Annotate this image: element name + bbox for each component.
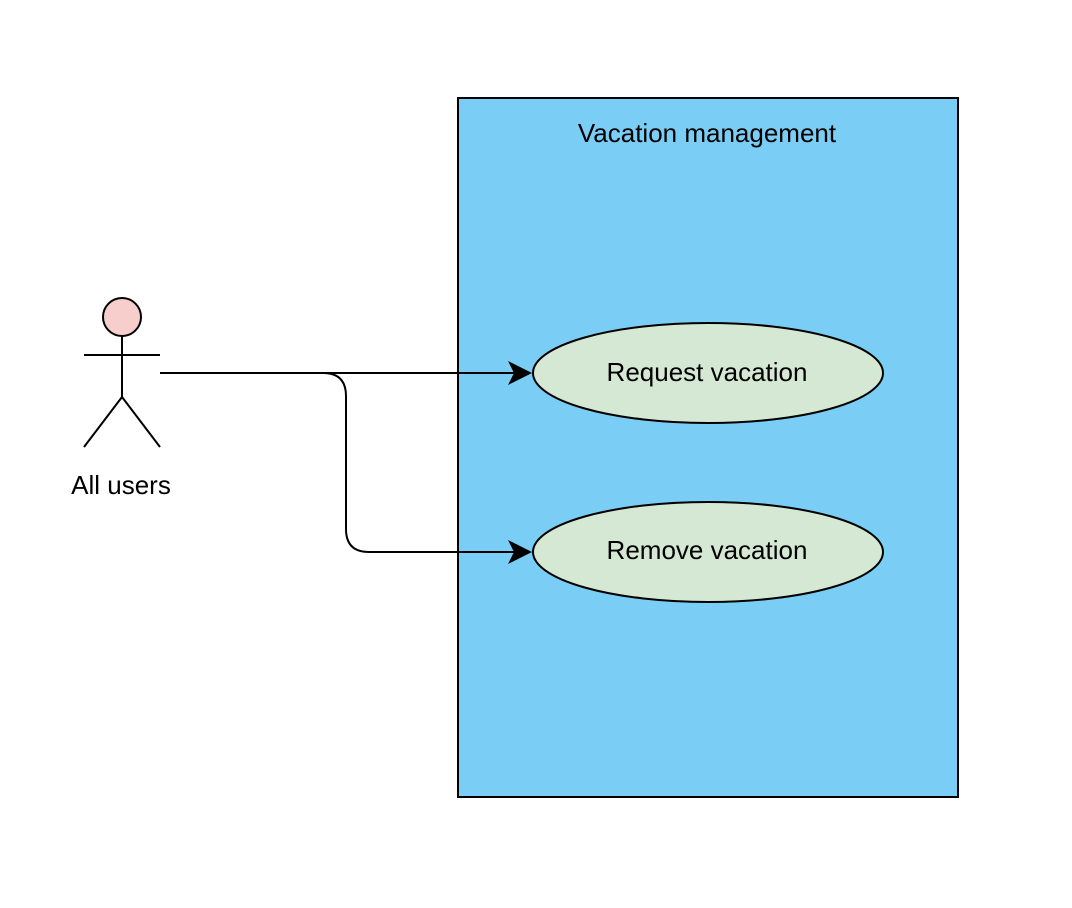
use-case-request-vacation[interactable]: Request vacation — [532, 322, 884, 424]
system-boundary[interactable]: Vacation management — [457, 97, 959, 798]
actor-figure-icon — [83, 297, 161, 448]
actor-label: All users — [71, 470, 171, 500]
connector-remove-vacation[interactable] — [160, 372, 532, 564]
actor-left-leg — [83, 396, 123, 448]
system-boundary-box — [457, 97, 959, 798]
use-case-ellipse — [532, 501, 884, 603]
actor-right-leg — [121, 396, 161, 448]
use-case-ellipse — [532, 322, 884, 424]
use-case-remove-vacation[interactable]: Remove vacation — [532, 501, 884, 603]
use-case-label: Remove vacation — [607, 535, 808, 565]
actor-all-users[interactable]: All users — [71, 297, 171, 500]
use-case-label: Request vacation — [607, 357, 808, 387]
actor-head — [102, 297, 142, 337]
system-title: Vacation management — [578, 118, 837, 148]
